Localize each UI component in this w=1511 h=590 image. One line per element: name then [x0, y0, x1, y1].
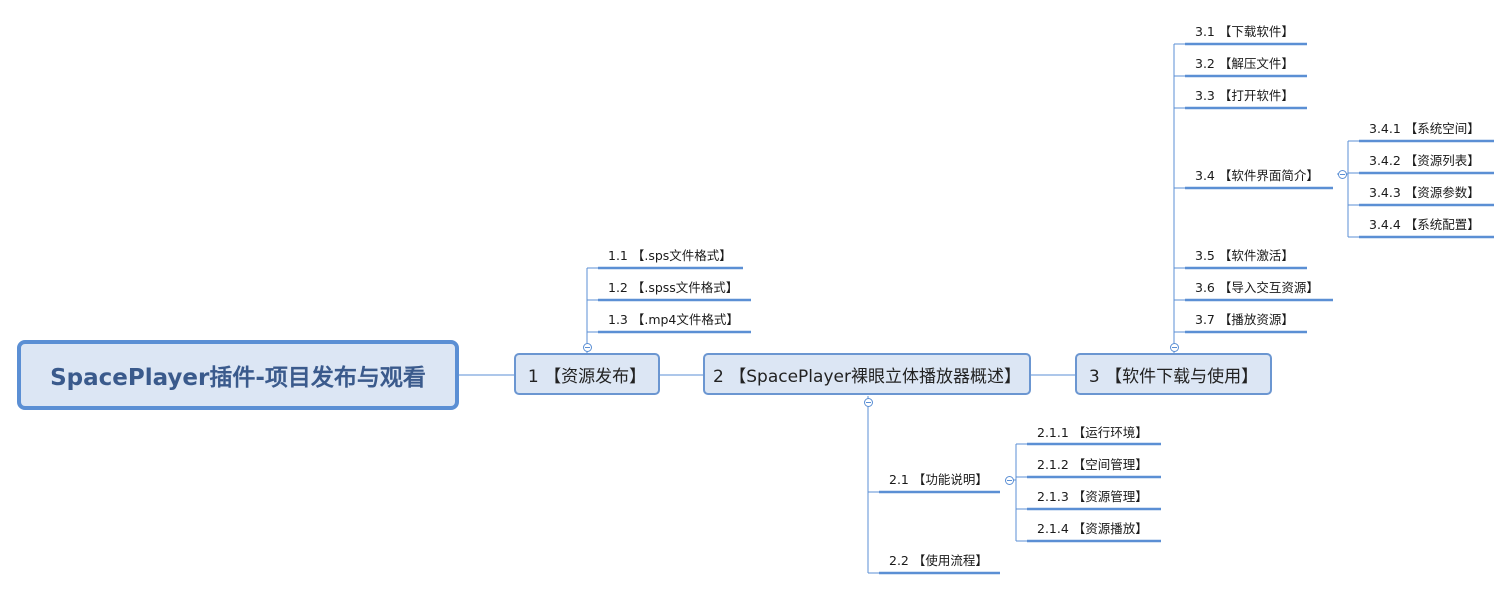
subtopic-3-4-2[interactable]: 3.4.2 【资源列表】 — [1369, 153, 1480, 168]
subtopic-2-2[interactable]: 2.2 【使用流程】 — [889, 553, 988, 568]
subtopic-3-4-4[interactable]: 3.4.4 【系统配置】 — [1369, 217, 1480, 232]
subtopic-1-1[interactable]: 1.1 【.sps文件格式】 — [608, 248, 732, 263]
topic-label: 2 【SpacePlayer裸眼立体播放器概述】 — [713, 366, 1021, 387]
root-topic-label: SpacePlayer插件-项目发布与观看 — [50, 365, 426, 391]
subtopic-2-1-3[interactable]: 2.1.3 【资源管理】 — [1037, 489, 1148, 504]
subtopic-3-6[interactable]: 3.6 【导入交互资源】 — [1195, 280, 1319, 295]
collapse-toggle-icon[interactable] — [1170, 343, 1179, 352]
subtopic-3-2[interactable]: 3.2 【解压文件】 — [1195, 56, 1294, 71]
subtopic-1-3[interactable]: 1.3 【.mp4文件格式】 — [608, 312, 739, 327]
root-topic[interactable]: SpacePlayer插件-项目发布与观看 — [17, 340, 459, 410]
subtopic-3-4-3[interactable]: 3.4.3 【资源参数】 — [1369, 185, 1480, 200]
topic-download-and-use[interactable]: 3 【软件下载与使用】 — [1075, 353, 1272, 395]
topic-label: 1 【资源发布】 — [527, 366, 647, 387]
subtopic-3-7[interactable]: 3.7 【播放资源】 — [1195, 312, 1294, 327]
topic-label: 3 【软件下载与使用】 — [1088, 366, 1259, 387]
topic-resource-publish[interactable]: 1 【资源发布】 — [514, 353, 660, 395]
collapse-toggle-icon[interactable] — [583, 343, 592, 352]
subtopic-3-5[interactable]: 3.5 【软件激活】 — [1195, 248, 1294, 263]
subtopic-3-1[interactable]: 3.1 【下载软件】 — [1195, 24, 1294, 39]
subtopic-3-3[interactable]: 3.3 【打开软件】 — [1195, 88, 1294, 103]
subtopic-3-4[interactable]: 3.4 【软件界面简介】 — [1195, 168, 1319, 183]
subtopic-2-1-4[interactable]: 2.1.4 【资源播放】 — [1037, 521, 1148, 536]
subtopic-1-2[interactable]: 1.2 【.spss文件格式】 — [608, 280, 739, 295]
topic-spaceplayer-overview[interactable]: 2 【SpacePlayer裸眼立体播放器概述】 — [703, 353, 1031, 395]
collapse-toggle-icon[interactable] — [1338, 170, 1347, 179]
subtopic-2-1[interactable]: 2.1 【功能说明】 — [889, 472, 988, 487]
collapse-toggle-icon[interactable] — [1005, 476, 1014, 485]
subtopic-2-1-1[interactable]: 2.1.1 【运行环境】 — [1037, 425, 1148, 440]
subtopic-2-1-2[interactable]: 2.1.2 【空间管理】 — [1037, 457, 1148, 472]
subtopic-3-4-1[interactable]: 3.4.1 【系统空间】 — [1369, 121, 1480, 136]
collapse-toggle-icon[interactable] — [864, 398, 873, 407]
